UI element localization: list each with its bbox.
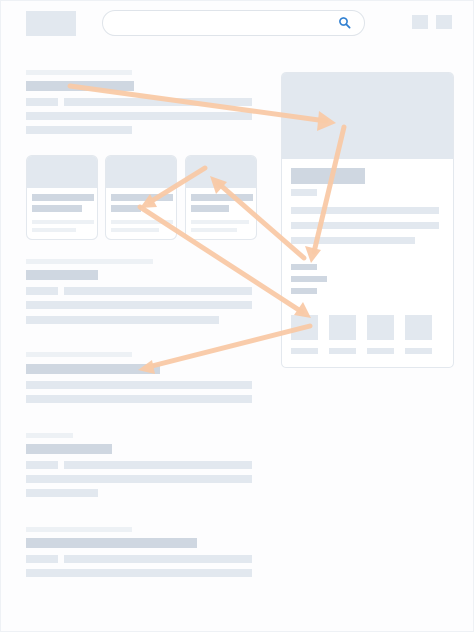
search-input[interactable]	[102, 10, 365, 36]
card-image-placeholder	[186, 156, 256, 188]
heading-placeholder	[26, 444, 112, 454]
heading-placeholder	[26, 364, 160, 374]
text-line	[26, 395, 252, 403]
text-line	[64, 555, 252, 563]
search-icon[interactable]	[338, 16, 352, 30]
thumbnail-placeholder[interactable]	[405, 315, 432, 340]
text-line	[26, 475, 252, 483]
card-title-line	[191, 205, 229, 212]
kicker-line	[26, 70, 132, 75]
thumbnail-placeholder[interactable]	[367, 315, 394, 340]
kicker-line	[26, 259, 153, 264]
card-text-line	[32, 228, 76, 232]
text-line	[64, 287, 252, 295]
thumbnail-caption-line	[367, 348, 394, 354]
logo-placeholder[interactable]	[26, 11, 76, 36]
heading-placeholder	[26, 81, 134, 91]
card-text-line	[32, 220, 94, 224]
panel-meta-line	[291, 264, 317, 270]
text-line	[64, 461, 252, 469]
thumbnail-placeholder[interactable]	[329, 315, 356, 340]
card-title-line	[32, 205, 82, 212]
card-image-placeholder	[106, 156, 176, 188]
text-line	[64, 98, 252, 106]
heading-placeholder	[26, 270, 98, 280]
panel-subtitle-line	[291, 189, 317, 196]
sidebar-panel	[281, 72, 454, 368]
text-line	[26, 381, 252, 389]
kicker-line	[26, 352, 132, 357]
text-line	[26, 569, 252, 577]
card-title-line	[191, 194, 253, 201]
text-line	[26, 287, 58, 295]
card-text-line	[111, 228, 159, 232]
panel-image-placeholder[interactable]	[282, 73, 453, 159]
text-line	[26, 301, 252, 309]
text-line	[26, 489, 98, 497]
text-line	[26, 461, 58, 469]
content-card[interactable]	[105, 155, 177, 240]
kicker-line	[26, 433, 73, 438]
panel-title-placeholder	[291, 168, 365, 184]
thumbnail-caption-line	[329, 348, 356, 354]
panel-text-line	[291, 207, 439, 214]
panel-meta-line	[291, 276, 327, 282]
content-card[interactable]	[185, 155, 257, 240]
card-title-line	[32, 194, 94, 201]
header-icon-placeholder[interactable]	[436, 15, 452, 29]
text-line	[26, 555, 58, 563]
kicker-line	[26, 527, 132, 532]
heading-placeholder	[26, 538, 197, 548]
text-line	[26, 126, 132, 134]
thumbnail-placeholder[interactable]	[291, 315, 318, 340]
card-text-line	[191, 220, 249, 224]
panel-text-line	[291, 222, 439, 229]
thumbnail-caption-line	[405, 348, 432, 354]
card-title-line	[111, 194, 173, 201]
text-line	[26, 98, 58, 106]
thumbnail-caption-line	[291, 348, 318, 354]
card-text-line	[191, 228, 237, 232]
text-line	[26, 316, 219, 324]
panel-text-line	[291, 237, 415, 244]
panel-meta-line	[291, 288, 317, 294]
card-text-line	[111, 220, 173, 224]
card-title-line	[111, 205, 141, 212]
header-icon-placeholder[interactable]	[412, 15, 428, 29]
text-line	[26, 112, 252, 120]
content-card[interactable]	[26, 155, 98, 240]
card-image-placeholder	[27, 156, 97, 188]
